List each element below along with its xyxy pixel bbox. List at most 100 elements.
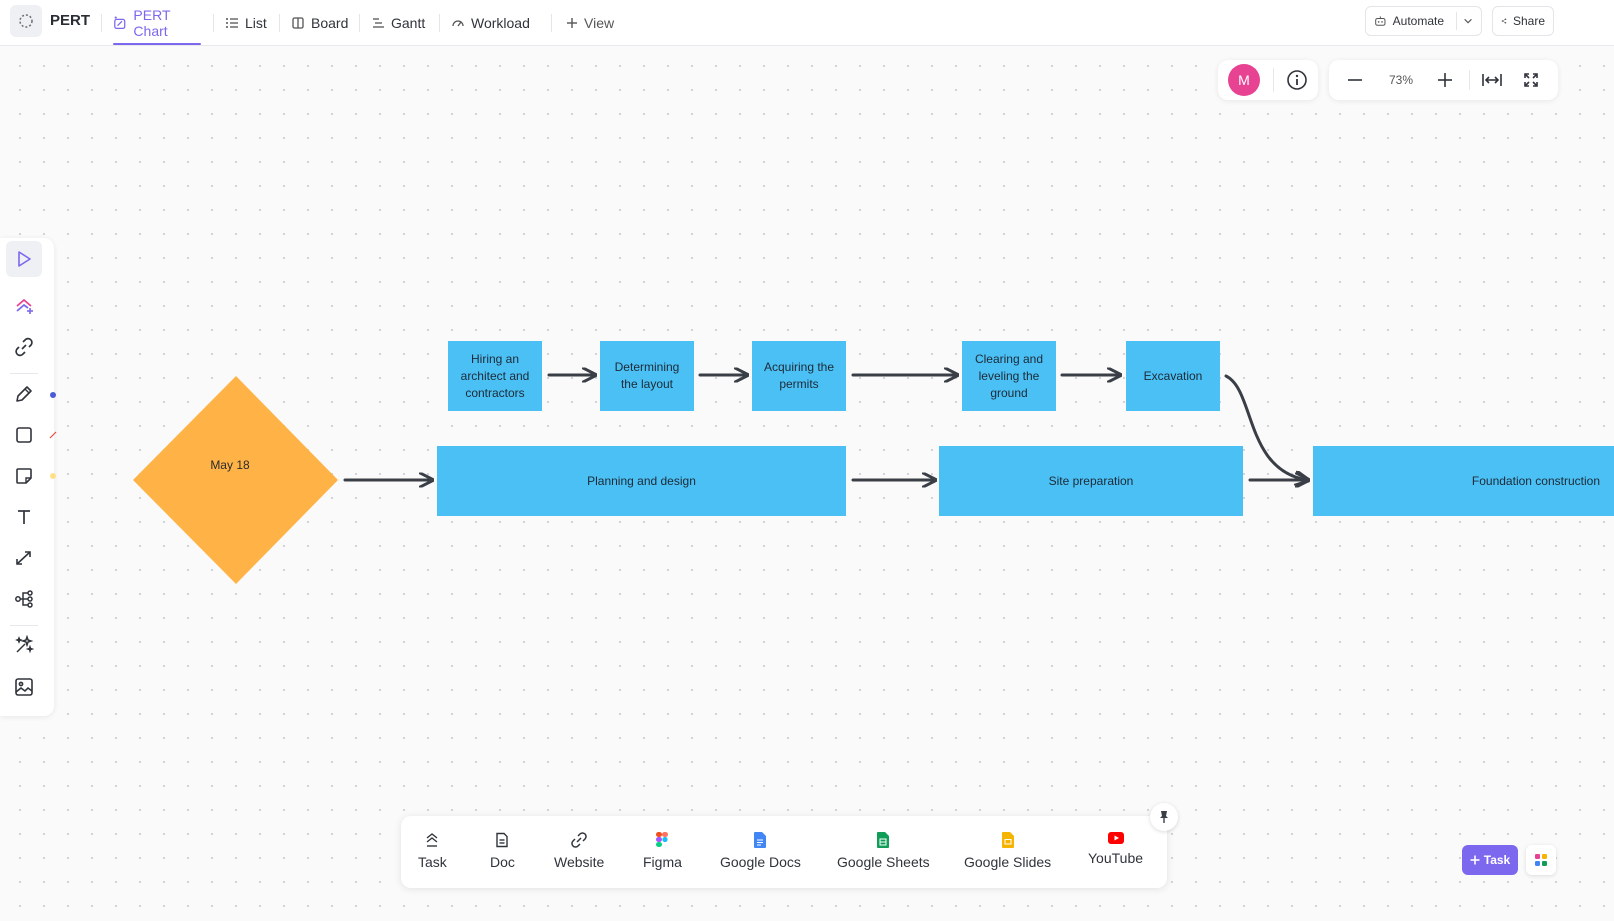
milestone-label: May 18 <box>210 458 250 472</box>
divider <box>10 373 38 374</box>
divider <box>359 14 360 32</box>
shape-tool[interactable] <box>6 417 42 453</box>
zoom-out-button[interactable] <box>1345 70 1365 90</box>
task-node[interactable]: Acquiring the permits <box>752 341 846 411</box>
dock-item-google-slides[interactable]: Google Slides <box>964 832 1051 870</box>
task-node[interactable]: Hiring an architect and contractors <box>448 341 542 411</box>
task-icon <box>426 833 438 847</box>
select-tool[interactable] <box>6 241 42 277</box>
phase-node[interactable]: Site preparation <box>939 446 1243 516</box>
divider <box>1456 12 1457 30</box>
google-slides-icon <box>1001 832 1014 848</box>
tab-gantt[interactable]: Gantt <box>371 0 425 45</box>
task-node[interactable]: Clearing and leveling the ground <box>962 341 1056 411</box>
zoom-panel: 73% <box>1329 60 1558 100</box>
pin-dock-button[interactable] <box>1150 803 1178 831</box>
tab-label: Board <box>311 14 349 31</box>
info-icon[interactable] <box>1286 69 1308 91</box>
task-node[interactable]: Determining the layout <box>600 341 694 411</box>
chevron-down-icon[interactable] <box>1463 15 1473 27</box>
cursor-icon <box>18 251 31 267</box>
divider <box>213 14 214 32</box>
dock-label: Task <box>418 854 447 870</box>
dock-label: Google Sheets <box>837 854 930 870</box>
connector-tool[interactable] <box>6 540 42 576</box>
shape-color-mark <box>49 431 57 439</box>
magic-wand-icon <box>15 635 34 654</box>
clickup-add-icon <box>16 298 33 314</box>
dock-item-google-docs[interactable]: Google Docs <box>720 832 801 870</box>
top-bar: PERT PERT Chart List Board Gantt Workloa… <box>0 0 1614 46</box>
pert-chart-icon <box>114 16 126 29</box>
share-button[interactable]: Share <box>1492 6 1554 36</box>
tab-board[interactable]: Board <box>291 0 348 45</box>
add-view-button[interactable]: View <box>566 0 614 45</box>
link-tool[interactable] <box>6 329 42 365</box>
pen-icon <box>16 386 32 402</box>
tab-label: Workload <box>471 14 530 31</box>
google-docs-icon <box>754 832 767 848</box>
new-task-button[interactable]: Task <box>1462 845 1518 875</box>
robot-icon <box>1375 15 1386 26</box>
avatar[interactable]: M <box>1228 64 1260 96</box>
space-name: PERT <box>50 12 91 29</box>
embed-dock: Task Doc Website Figma Google Docs Googl… <box>401 816 1167 888</box>
new-task-label: Task <box>1483 853 1511 867</box>
link-icon <box>571 832 587 848</box>
pen-tool[interactable] <box>6 376 42 412</box>
add-view-label: View <box>584 14 615 31</box>
dock-item-figma[interactable]: Figma <box>643 832 682 870</box>
tab-pert-chart[interactable]: PERT Chart <box>113 0 201 45</box>
pin-icon <box>1160 811 1168 823</box>
dock-item-doc[interactable]: Doc <box>490 832 515 870</box>
tab-list[interactable]: List <box>225 0 267 45</box>
link-icon <box>15 337 33 357</box>
text-tool[interactable] <box>6 499 42 535</box>
divider <box>1469 70 1470 90</box>
image-icon <box>15 678 33 696</box>
divider <box>101 14 102 32</box>
divider <box>279 14 280 32</box>
phase-node[interactable]: Foundation construction <box>1313 446 1614 516</box>
divider <box>1272 68 1274 92</box>
workload-icon <box>452 19 464 26</box>
sticky-note-tool[interactable] <box>6 458 42 494</box>
dock-item-google-sheets[interactable]: Google Sheets <box>837 832 930 870</box>
zoom-in-button[interactable] <box>1435 70 1455 90</box>
tab-label: List <box>245 14 267 31</box>
fullscreen-button[interactable] <box>1521 70 1541 90</box>
automate-label: Automate <box>1392 14 1445 28</box>
dock-item-website[interactable]: Website <box>554 832 604 870</box>
google-sheets-icon <box>877 832 890 848</box>
dock-label: Doc <box>490 854 515 870</box>
apps-button[interactable] <box>1526 845 1556 875</box>
mind-map-tool[interactable] <box>6 581 42 617</box>
ai-create-tool[interactable] <box>6 288 42 324</box>
dock-label: Google Slides <box>964 854 1052 870</box>
list-icon <box>226 17 238 28</box>
milestone-diamond[interactable] <box>133 376 338 584</box>
plus-icon <box>567 17 577 28</box>
task-node[interactable]: Excavation <box>1126 341 1220 411</box>
ai-tool[interactable] <box>6 627 42 663</box>
whiteboard-toolbar <box>0 238 57 716</box>
minus-icon <box>1348 79 1362 81</box>
image-tool[interactable] <box>6 669 42 705</box>
space-icon[interactable] <box>10 5 42 37</box>
tab-label: Gantt <box>391 14 426 31</box>
fit-width-button[interactable] <box>1481 70 1503 90</box>
phase-node[interactable]: Planning and design <box>437 446 846 516</box>
automate-button[interactable]: Automate <box>1365 6 1482 36</box>
zoom-level: 73% <box>1388 73 1414 87</box>
dock-item-youtube[interactable]: YouTube <box>1088 832 1143 866</box>
tab-workload[interactable]: Workload <box>451 0 530 45</box>
dock-label: Website <box>554 854 605 870</box>
fit-width-icon <box>1482 74 1502 86</box>
divider <box>551 14 552 32</box>
text-icon <box>18 510 30 524</box>
apps-grid-icon <box>1535 854 1547 866</box>
divider <box>10 625 38 626</box>
dock-item-task[interactable]: Task <box>418 832 447 870</box>
youtube-icon <box>1107 832 1124 844</box>
